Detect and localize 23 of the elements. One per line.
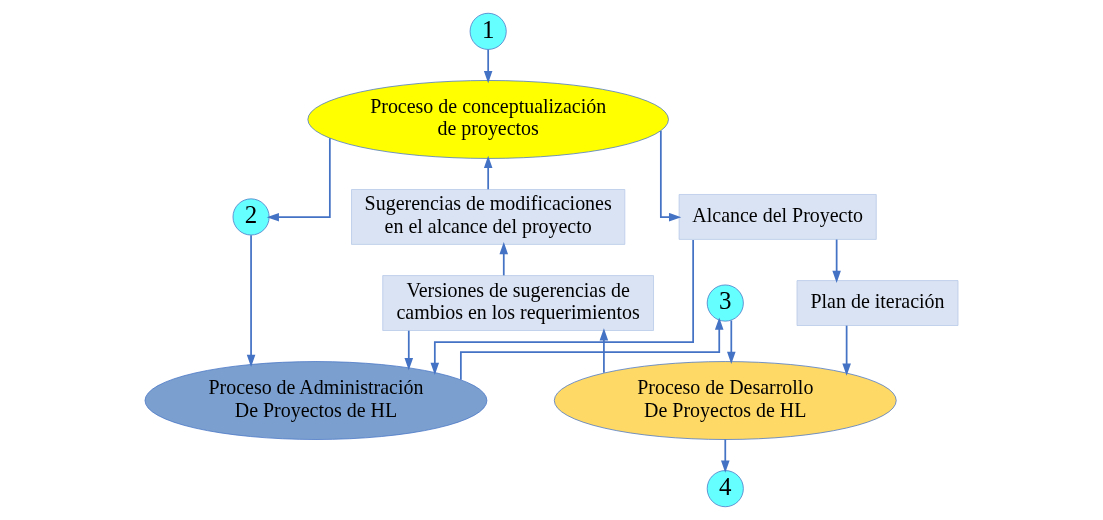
arrow	[246, 234, 256, 368]
node-box: Plan de iteración	[796, 280, 959, 326]
node-circle: 1	[469, 12, 507, 50]
arrow	[832, 238, 841, 283]
arrow	[266, 137, 331, 222]
node-circle: 2	[232, 198, 270, 236]
node-ellipse: Proceso de conceptualización de proyectos	[307, 80, 669, 159]
arrow	[659, 129, 682, 222]
arrow	[430, 239, 694, 375]
arrow	[599, 328, 609, 374]
node-circle: 3	[706, 284, 744, 322]
arrow	[483, 155, 493, 191]
arrow	[499, 241, 509, 277]
node-box: Alcance del Proyecto	[678, 194, 877, 240]
arrow	[720, 438, 730, 473]
arrow	[483, 48, 493, 84]
arrow	[727, 319, 736, 365]
arrow	[842, 324, 851, 376]
node-box: Sugerencias de modificaciones en el alcance del proyecto	[351, 189, 626, 245]
arrow	[460, 317, 724, 381]
arrow	[404, 329, 414, 371]
node-box: Versiones de sugerencias de cambios en los requerimientos	[382, 275, 654, 331]
node-circle: 4	[706, 470, 744, 508]
